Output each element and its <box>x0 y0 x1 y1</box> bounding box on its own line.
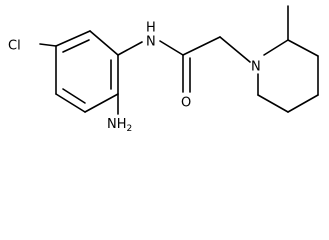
ring-bond-c5-c6 <box>55 93 86 113</box>
ring-bond-c5-c6 <box>257 94 289 113</box>
ring-bond-n-c2 <box>263 39 289 56</box>
bond-carbonyl-to-methylene <box>182 36 221 56</box>
bond-ring-to-amide-nitrogen <box>117 41 143 56</box>
ring-bond-c4-c5 <box>287 94 319 113</box>
amine-group-text: NH <box>107 117 127 132</box>
amine-label: NH2 <box>107 117 132 134</box>
bond-ring-to-chlorine <box>39 43 57 47</box>
chemical-structure: Cl H N O N NH2 <box>8 5 319 134</box>
carbonyl-oxygen-label: O <box>181 96 191 111</box>
bonds <box>39 5 319 115</box>
chlorine-label: Cl <box>8 39 21 54</box>
bond-nitrogen-to-carbonyl <box>159 40 184 56</box>
ring-double-bond-inner-1 <box>62 39 90 53</box>
amine-subscript: 2 <box>127 124 133 134</box>
atom-labels: Cl H N O N NH2 <box>8 21 261 134</box>
ring-bond-c2-c3 <box>89 30 119 56</box>
bond-methylene-to-piperidine-nitrogen <box>219 36 251 63</box>
ring-bond-c4-c5 <box>84 93 119 113</box>
amide-nitrogen-label: N <box>146 35 156 50</box>
ring-bond-c1-c2 <box>55 30 91 47</box>
amide-hydrogen-label: H <box>146 21 156 36</box>
ring-bond-c2-c3 <box>287 39 319 57</box>
piperidine-nitrogen-label: N <box>251 60 261 75</box>
ring-double-bond-inner-3 <box>62 88 86 104</box>
